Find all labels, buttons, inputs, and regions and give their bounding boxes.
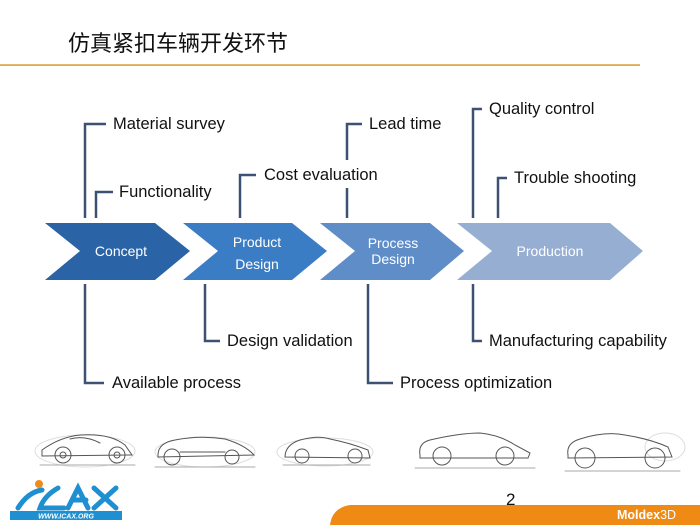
concept-car-sketch-icon: [34, 434, 136, 468]
logo-letter-c: [36, 485, 67, 511]
stage-label-line: Product: [232, 234, 282, 250]
stage-label-line: Concept: [94, 243, 148, 259]
connector-quality-control: [471, 107, 482, 218]
page-number: 2: [506, 490, 516, 509]
connector-process-optimization: [366, 284, 393, 385]
stage-label-process-design: Process Design: [352, 235, 434, 267]
stage-chevron-process-design: [320, 223, 464, 280]
convertible-sketch-icon: [564, 432, 686, 472]
item-cost-evaluation: Cost evaluation: [264, 166, 378, 184]
brand-light: 3D: [660, 508, 677, 522]
item-available-process: Available process: [112, 374, 242, 392]
stage-chevron-production: [457, 223, 643, 280]
connector-trouble-shooting: [496, 176, 507, 218]
connector-cost-evaluation: [238, 173, 256, 218]
prototype-car-sketch-icon: [154, 436, 256, 468]
item-trouble-shooting: Trouble shooting: [514, 169, 637, 187]
stage-label-line: Process: [367, 235, 419, 251]
brand-bold: Moldex: [617, 508, 661, 522]
stage-label-concept: Concept: [80, 242, 162, 260]
connector-manufacturing-capability: [471, 284, 482, 343]
stage-label-production: Production: [500, 242, 600, 260]
item-functionality: Functionality: [119, 183, 212, 201]
stage-label-line: Production: [516, 243, 584, 259]
item-process-optimization: Process optimization: [400, 374, 553, 392]
stage-label-product-design: Product Design: [215, 231, 299, 275]
car-sketches: [34, 432, 686, 472]
item-lead-time: Lead time: [369, 115, 442, 133]
item-manufacturing-capability: Manufacturing capability: [489, 332, 667, 350]
connector-material-survey: [83, 122, 106, 218]
roadster-sketch-icon: [276, 436, 374, 467]
logo-dot-icon: [35, 480, 43, 488]
logo-letter-i: [15, 487, 45, 511]
coupe-sketch-icon: [414, 432, 536, 469]
stage-label-line: Design: [235, 256, 279, 272]
logo-url-bar: [10, 511, 122, 520]
item-quality-control: Quality control: [489, 100, 595, 118]
stage-chevron-concept: [45, 223, 190, 280]
logo-letter-a: [65, 482, 91, 511]
footer-bar: [330, 505, 700, 525]
stage-chevron-product-design: [183, 223, 327, 280]
item-design-validation: Design validation: [227, 332, 353, 350]
item-material-survey: Material survey: [113, 115, 225, 133]
logo-letter-x: [91, 485, 119, 511]
process-diagram: [45, 107, 643, 385]
connector-functionality: [94, 190, 113, 218]
moldex3d-brand: Moldex3D: [617, 508, 676, 522]
icax-logo: WWW.ICAX.ORG: [10, 480, 122, 521]
title-rule: [0, 64, 640, 66]
connector-available-process: [83, 284, 104, 385]
logo-url-text: WWW.ICAX.ORG: [38, 514, 94, 521]
stage-label-line: Design: [371, 251, 415, 267]
slide-title: 仿真紧扣车辆开发环节: [68, 32, 289, 57]
connector-lead-time: [345, 122, 362, 160]
connector-design-validation: [203, 284, 220, 343]
